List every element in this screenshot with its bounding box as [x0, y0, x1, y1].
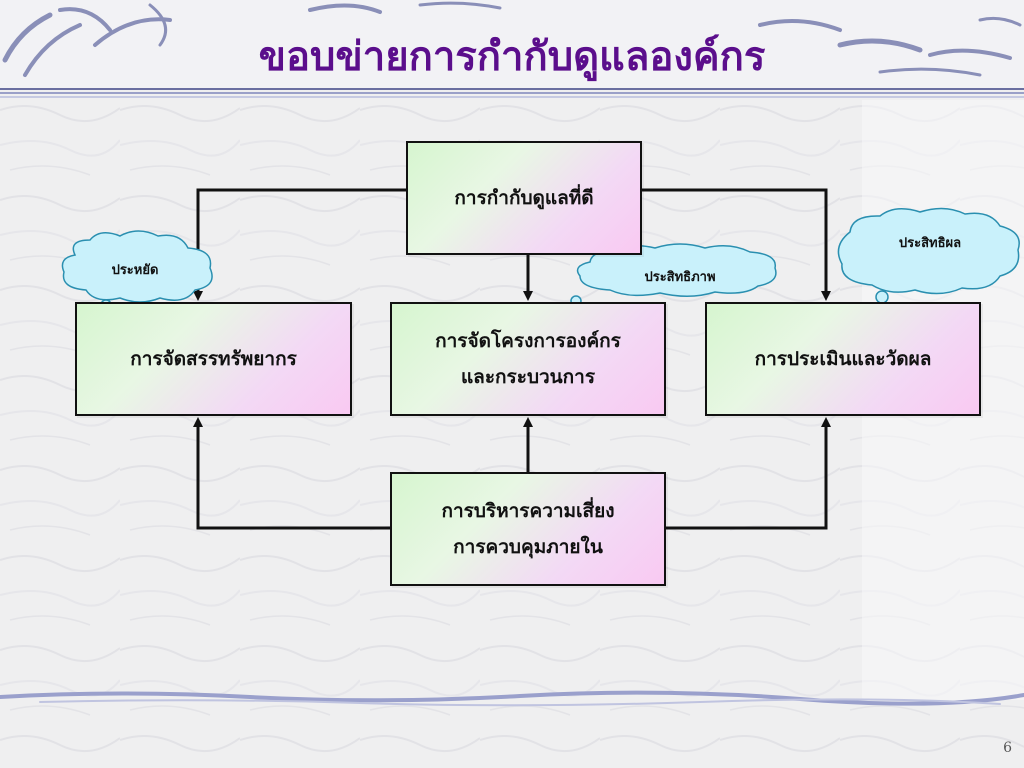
- header-divider-decor: [0, 88, 1024, 98]
- connector-bottom-to-right: [666, 417, 831, 530]
- box-resource-allocation: การจัดสรรทรัพยากร: [75, 302, 352, 416]
- header-swoosh-decor: [2, 1, 1022, 77]
- box-good-governance: การกำกับดูแลที่ดี: [406, 141, 642, 255]
- cloud-label-economy: ประหยัด: [111, 263, 159, 278]
- box-risk-management: การบริหารความเสี่ยง การควบคุมภายใน: [390, 472, 666, 586]
- connector-top-to-right: [641, 188, 831, 301]
- footer-wave-decor: [0, 690, 1024, 707]
- box-risk-management-line1: การบริหารความเสี่ยง: [441, 500, 615, 522]
- page-number: 6: [1003, 740, 1012, 756]
- box-organization-structure-line1: การจัดโครงการองค์กร: [435, 330, 621, 352]
- box-evaluation: การประเมินและวัดผล: [705, 302, 981, 416]
- cloud-label-effectiveness: ประสิทธิผล: [898, 236, 962, 251]
- connector-top-to-left: [193, 188, 407, 301]
- box-good-governance-label: การกำกับดูแลที่ดี: [454, 187, 594, 209]
- cloud-label-efficiency: ประสิทธิภาพ: [644, 270, 716, 285]
- box-resource-allocation-label: การจัดสรรทรัพยากร: [130, 348, 297, 370]
- box-risk-management-line2: การควบคุมภายใน: [453, 536, 603, 558]
- box-organization-structure-line2: และกระบวนการ: [460, 366, 596, 388]
- box-evaluation-label: การประเมินและวัดผล: [754, 348, 932, 370]
- cloud-right-shape: [837, 207, 1020, 317]
- slide-title: ขอบข่ายการกำกับดูแลองค์กร: [258, 34, 766, 80]
- connector-bottom-to-left: [193, 417, 391, 530]
- box-organization-structure: การจัดโครงการองค์กร และกระบวนการ: [390, 302, 666, 416]
